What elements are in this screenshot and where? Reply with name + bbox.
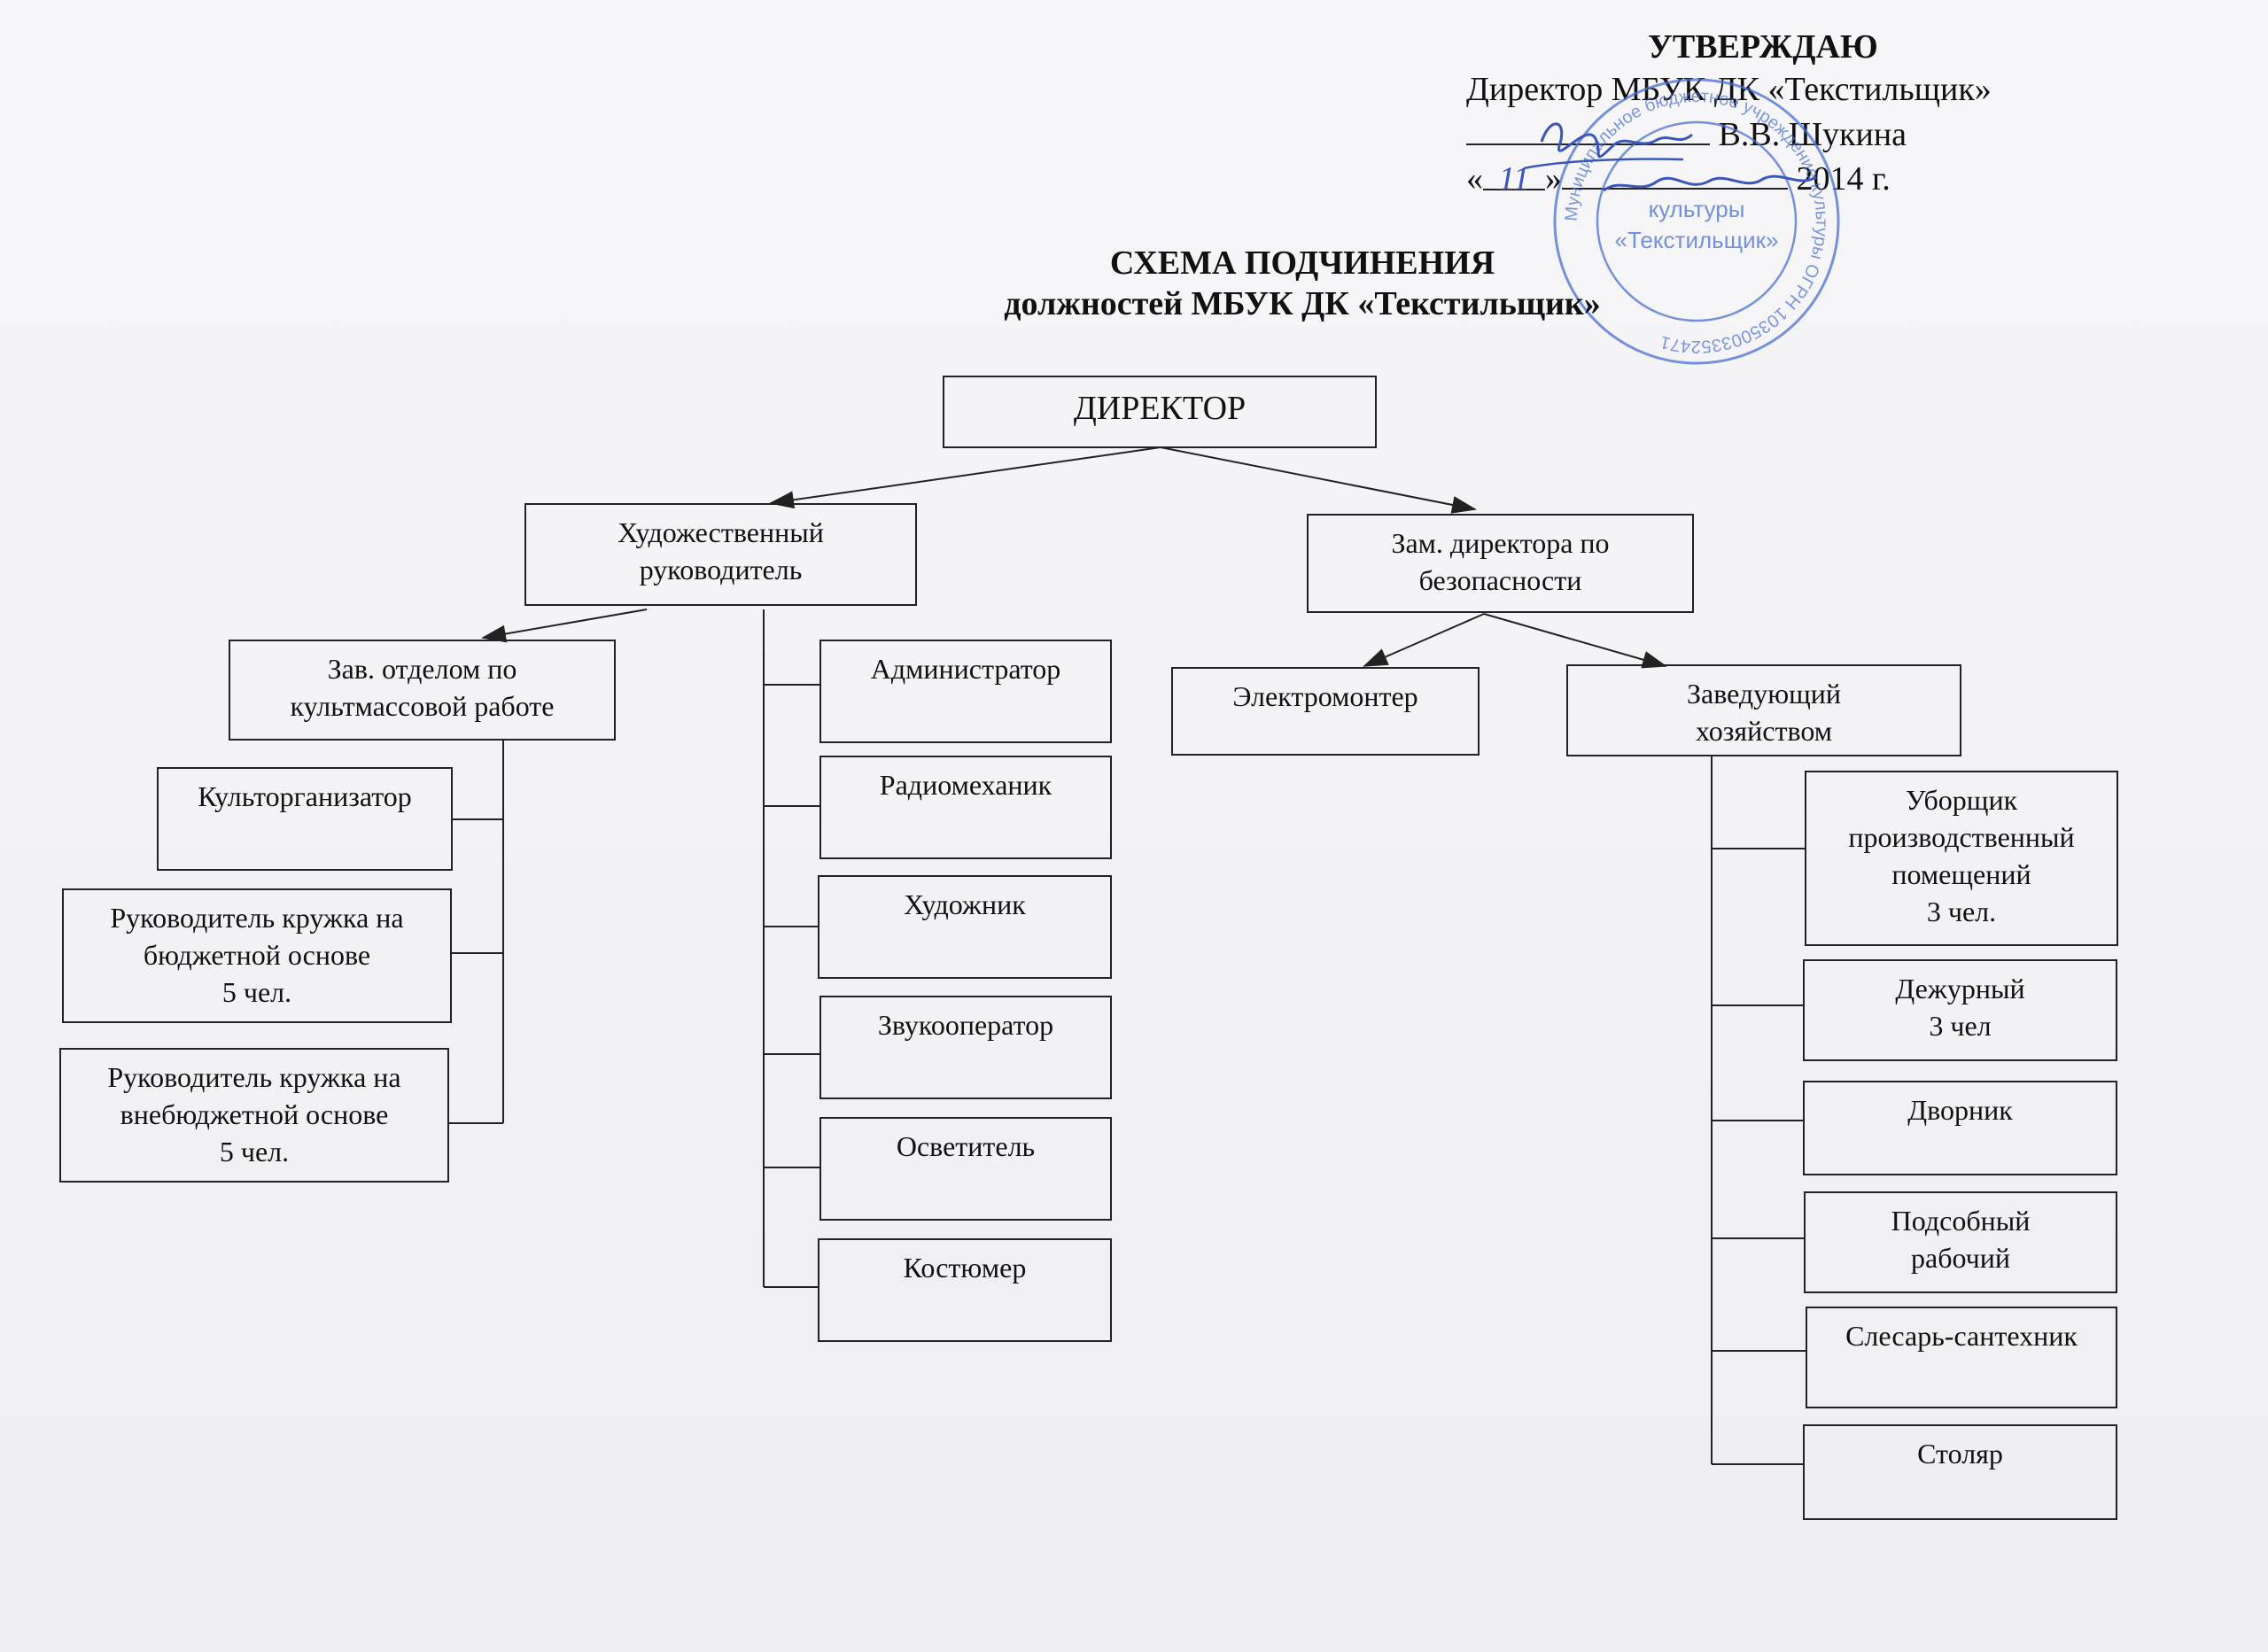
handwritten-signature (1523, 122, 1817, 192)
box-artist: Художник (818, 875, 1112, 979)
box-head-mass-work: Зав. отделом по культмассовой работе (229, 640, 616, 741)
box-cleaner: Уборщик производственный помещений 3 чел… (1805, 771, 2118, 946)
stamp-center-bottom: «Текстильщик» (1615, 227, 1779, 253)
stamp-center-top: культуры (1649, 196, 1745, 222)
box-sound-operator: Звукооператор (819, 996, 1112, 1099)
approval-date: «11» 2014 г. (1466, 156, 1891, 201)
box-club-leader-nonbudget: Руководитель кружка на внебюджетной осно… (59, 1048, 449, 1183)
box-duty: Дежурный 3 чел (1803, 959, 2117, 1061)
document-subtitle: должностей МБУК ДК «Текстильщик» (1004, 285, 1601, 322)
box-household-head: Заведующий хозяйством (1566, 664, 1961, 756)
signature-line (1466, 112, 1710, 145)
box-deputy-security: Зам. директора по безопасности (1307, 514, 1694, 613)
box-helper: Подсобный рабочий (1804, 1191, 2117, 1293)
box-radio-mechanic: Радиомеханик (819, 756, 1112, 859)
box-janitor: Дворник (1803, 1081, 2117, 1175)
box-costumer: Костюмер (818, 1238, 1112, 1342)
date-month-line (1562, 156, 1788, 190)
box-director: ДИРЕКТОР (943, 376, 1377, 448)
box-plumber: Слесарь-сантехник (1806, 1307, 2117, 1408)
box-lighting: Осветитель (819, 1117, 1112, 1221)
document-title: СХЕМА ПОДЧИНЕНИЯ (1109, 244, 1495, 282)
approval-signer: В.В. Шукина (1718, 116, 1907, 153)
box-culture-organizer: Культорганизатор (157, 767, 453, 871)
box-art-director: Художественный руководитель (524, 503, 917, 606)
box-club-leader-budget: Руководитель кружка на бюджетной основе … (62, 888, 452, 1023)
official-stamp: Муниципальное бюджетное учреждение культ… (1553, 78, 1840, 365)
approval-position: Директор МБУК ДК «Текстильщик» (1466, 71, 1992, 108)
approval-signer-line: В.В. Шукина (1466, 112, 1907, 157)
date-open-quote: « (1466, 160, 1483, 198)
box-electrician: Электромонтер (1171, 667, 1480, 756)
approval-heading: УТВЕРЖДАЮ (1648, 28, 1878, 66)
box-administrator: Администратор (819, 640, 1112, 743)
box-carpenter: Столяр (1803, 1424, 2117, 1520)
